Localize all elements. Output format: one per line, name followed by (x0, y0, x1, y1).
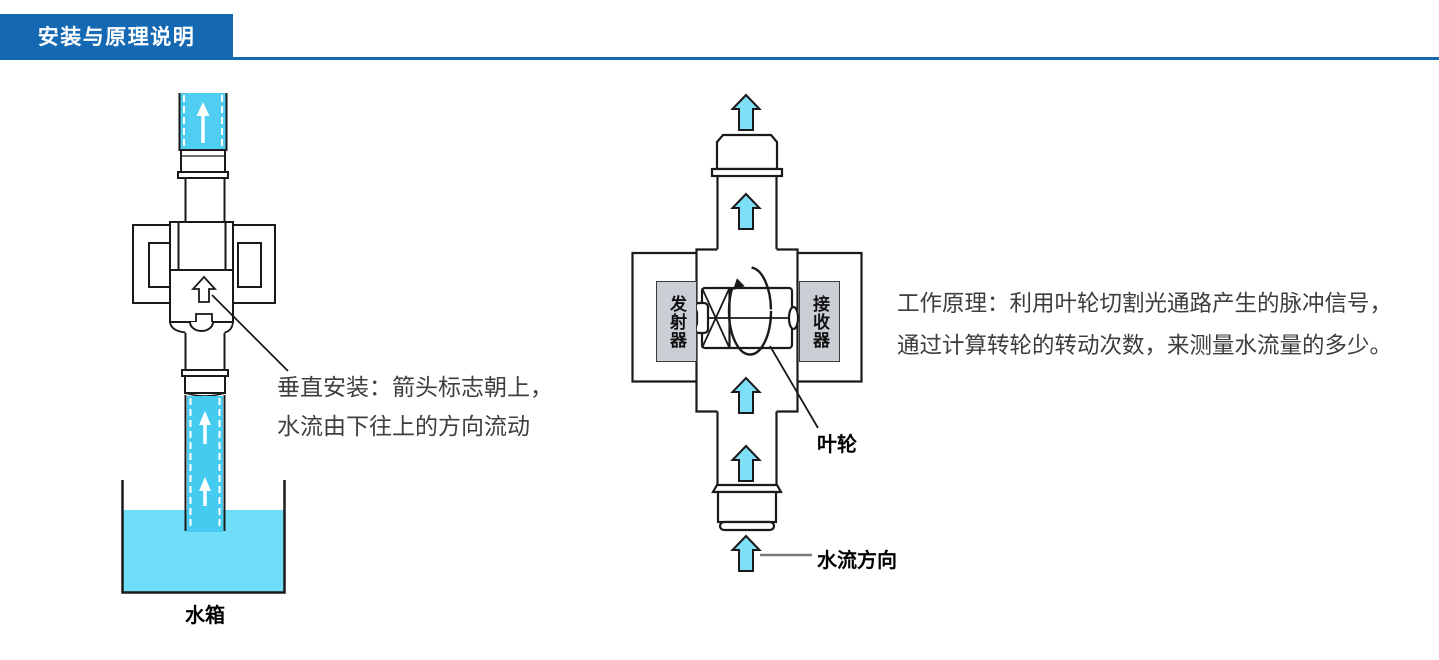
section-header: 安装与原理说明 (0, 14, 233, 57)
flow-arrow-icon (730, 376, 762, 414)
pipe-fitting-lower (181, 369, 229, 397)
upward-flow-arrow-icon (199, 411, 211, 444)
receiver-box: 接收器 (799, 281, 840, 362)
flow-arrow-icon (730, 192, 762, 230)
flow-sensor-body (132, 221, 276, 334)
rotation-arrow-icon (727, 266, 773, 356)
impeller-leader-line (769, 345, 819, 429)
pipe-fitting-upper (177, 149, 229, 179)
working-principle-line1: 工作原理：利用叶轮切割光通路产生的脉冲信号， (897, 291, 1393, 316)
upward-flow-arrow-icon (196, 102, 210, 143)
section-title: 安装与原理说明 (37, 25, 196, 49)
installation-caption: 垂直安装：箭头标志朝上， 水流由下往上的方向流动 (277, 368, 553, 446)
sensor-cross-section-diagram (631, 93, 863, 572)
vertical-installation-diagram (121, 93, 289, 594)
flow-arrow-icon (730, 444, 762, 482)
transmitter-label: 发射器 (667, 294, 686, 349)
direction-mark-arrow-icon (190, 275, 218, 303)
impeller (686, 266, 800, 356)
header-underline (0, 57, 1439, 60)
flow-direction-label: 水流方向 (817, 550, 897, 572)
receiver-label: 接收器 (810, 294, 829, 349)
flow-arrow-icon (730, 534, 762, 572)
inlet-fitting (711, 483, 783, 532)
caption-leader-line (211, 294, 289, 372)
inlet-pipe-top (178, 93, 228, 151)
installation-caption-line2: 水流由下往上的方向流动 (277, 413, 530, 439)
tank-label: 水箱 (185, 605, 225, 627)
installation-caption-line1: 垂直安装：箭头标志朝上， (277, 374, 553, 400)
flow-arrow-icon (730, 93, 762, 131)
water-tank-outline (121, 480, 286, 594)
transmitter-box: 发射器 (656, 281, 697, 362)
suction-pipe (184, 395, 226, 532)
impeller-label: 叶轮 (817, 434, 857, 456)
working-principle-line2: 通过计算转轮的转动次数，来测量水流量的多少。 (897, 333, 1393, 358)
upward-flow-arrow-icon (199, 477, 211, 506)
working-principle-text: 工作原理：利用叶轮切割光通路产生的脉冲信号， 通过计算转轮的转动次数，来测量水流… (897, 283, 1392, 367)
outlet-fitting (710, 133, 784, 178)
